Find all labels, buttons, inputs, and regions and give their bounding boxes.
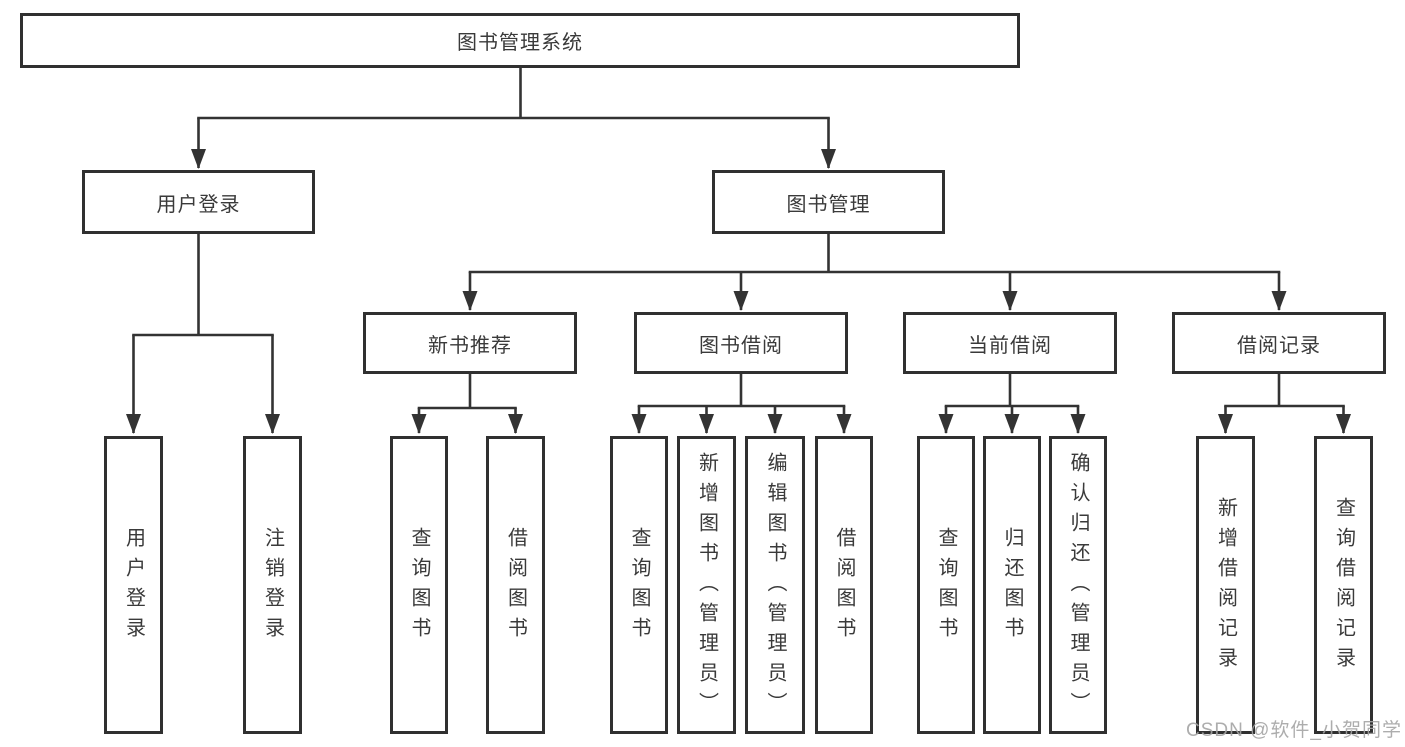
leaf-query-borrow-record: 查询借阅记录: [1314, 436, 1373, 734]
leaf-confirm-return-admin: 确认归还（管理员）: [1049, 436, 1107, 734]
leaf-borrow-books: 借阅图书: [815, 436, 873, 734]
leaf-logout: 注销登录: [243, 436, 302, 734]
leaf-query-books-current: 查询图书: [917, 436, 975, 734]
leaf-user-login: 用户登录: [104, 436, 163, 734]
leaf-borrow-books-recommend: 借阅图书: [486, 436, 545, 734]
csdn-watermark: CSDN @软件_小贺同学: [1186, 720, 1402, 741]
leaf-add-borrow-record: 新增借阅记录: [1196, 436, 1255, 734]
node-book-management: 图书管理: [712, 170, 945, 234]
leaf-edit-books-admin: 编辑图书（管理员）: [745, 436, 805, 734]
node-book-borrow: 图书借阅: [634, 312, 848, 374]
leaf-return-books: 归还图书: [983, 436, 1041, 734]
node-library-management-system: 图书管理系统: [20, 13, 1020, 68]
leaf-query-books-recommend: 查询图书: [390, 436, 448, 734]
node-user-login: 用户登录: [82, 170, 315, 234]
node-borrow-records: 借阅记录: [1172, 312, 1386, 374]
node-new-book-recommend: 新书推荐: [363, 312, 577, 374]
leaf-add-books-admin: 新增图书（管理员）: [677, 436, 736, 734]
node-current-borrow: 当前借阅: [903, 312, 1117, 374]
leaf-query-books-borrow: 查询图书: [610, 436, 668, 734]
